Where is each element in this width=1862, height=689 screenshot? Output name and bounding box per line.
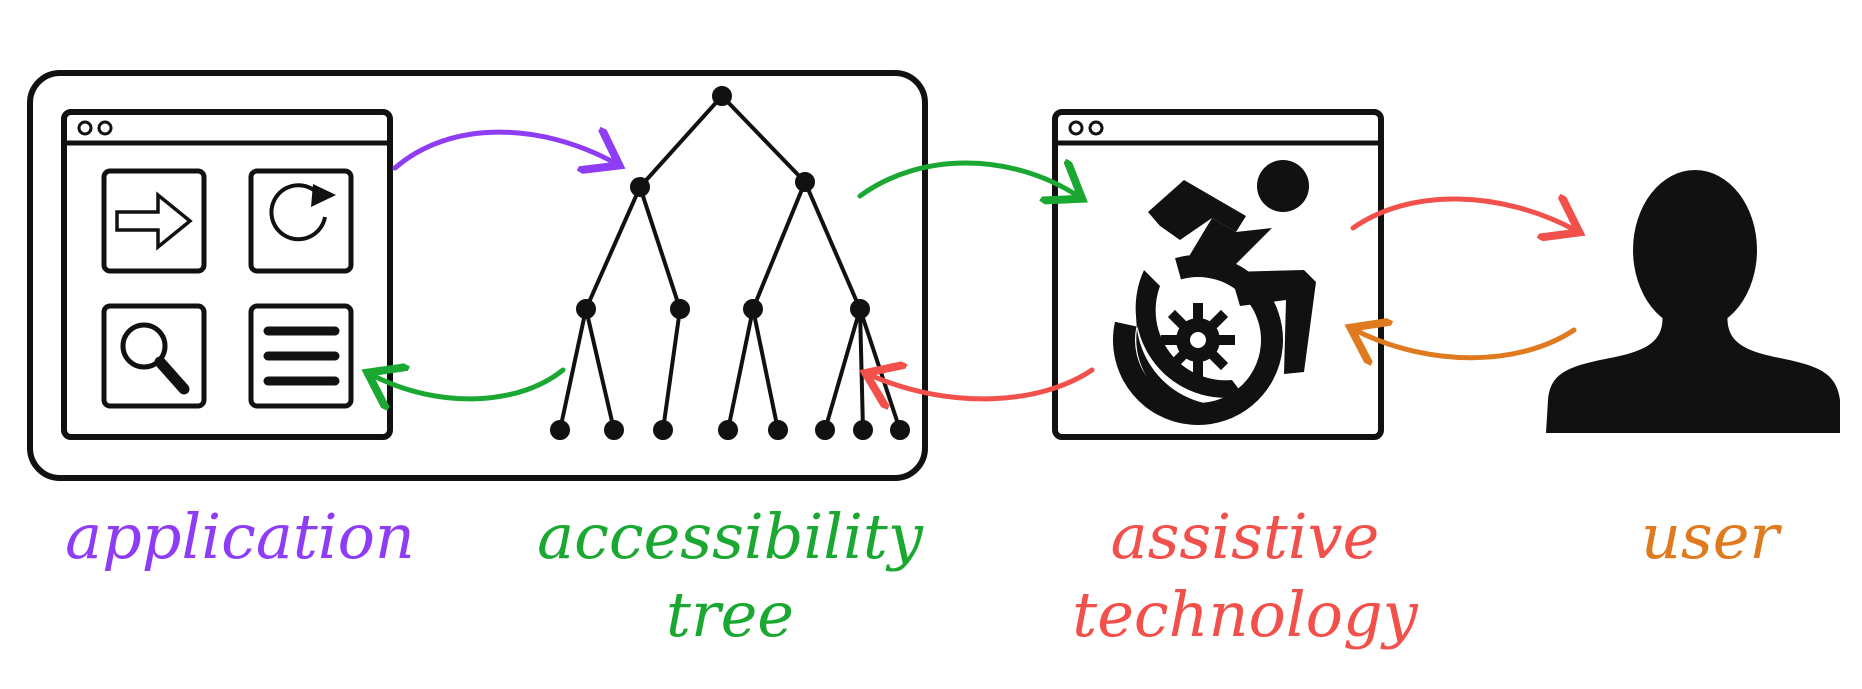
label-user: user (1590, 498, 1830, 576)
label-assistive-technology: assistive technology (1035, 498, 1455, 654)
accessibility-tree-graph (550, 86, 910, 440)
tree-node (630, 177, 650, 197)
tree-node (743, 299, 763, 319)
label-accessibility-tree: accessibility tree (520, 498, 940, 654)
label-application: application (40, 498, 440, 576)
tree-node (815, 420, 835, 440)
tree-node (653, 420, 673, 440)
tree-node (576, 299, 596, 319)
tree-node (550, 420, 570, 440)
tree-node (604, 420, 624, 440)
label-user-text: user (1640, 500, 1780, 573)
tree-node (712, 86, 732, 106)
arrow-assistive-to-tree (870, 370, 1095, 399)
tree-node (850, 299, 870, 319)
user-silhouette-icon (1546, 170, 1840, 433)
tree-node (768, 420, 788, 440)
tree-node (853, 420, 873, 440)
arrow-application-to-tree (392, 132, 615, 168)
label-accessibility-tree-line2: tree (666, 578, 794, 651)
arrow-tree-to-application (372, 370, 566, 399)
tree-node (670, 299, 690, 319)
label-assistive-technology-line2: technology (1072, 578, 1418, 651)
application-window (61, 109, 393, 440)
search-icon (101, 303, 207, 409)
system-container (27, 70, 928, 481)
tree-node (890, 420, 910, 440)
assistive-technology-window (1052, 109, 1384, 440)
menu-icon (248, 303, 354, 409)
label-assistive-technology-line1: assistive (1110, 500, 1380, 573)
arrow-right-icon (101, 168, 207, 274)
arrow-tree-to-assistive (857, 163, 1078, 196)
refresh-icon (248, 168, 354, 274)
tree-node (718, 420, 738, 440)
label-application-text: application (65, 500, 415, 573)
label-accessibility-tree-line1: accessibility (537, 500, 923, 573)
arrow-assistive-to-user (1350, 199, 1575, 230)
tree-node (795, 172, 815, 192)
arrow-user-to-assistive (1355, 330, 1577, 358)
accessibility-wheelchair-icon (1113, 160, 1316, 425)
